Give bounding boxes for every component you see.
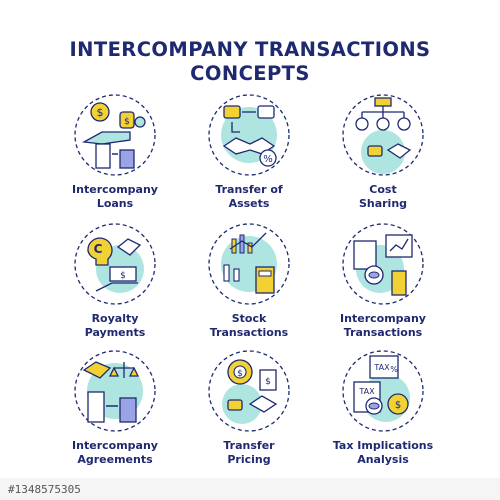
royalty-payments-icon: C $ [74,223,156,305]
svg-text:$: $ [120,271,126,281]
stock-transactions-icon [208,223,290,305]
transfer-pricing-icon: $ $ [208,350,290,432]
intercompany-loans-icon: $ $ [74,94,156,176]
transfer-of-assets-icon: % [208,94,290,176]
svg-text:C: C [94,242,103,256]
svg-text:$: $ [265,377,271,387]
cost-sharing-icon [342,94,424,176]
intercompany-agreements-icon [74,350,156,432]
page-title-line-2: CONCEPTS [190,62,310,85]
page-title-line-1: INTERCOMPANY TRANSACTIONS [69,38,431,61]
svg-text:TAX: TAX [373,363,390,372]
svg-text:TAX: TAX [358,387,375,396]
svg-text:$: $ [237,369,243,379]
svg-text:$: $ [97,106,104,119]
watermark-id: #1348575305 [8,483,81,496]
tax-implications-analysis-icon: TAX % TAX $ [342,350,424,432]
watermark-bar [0,478,500,500]
svg-text:%: % [263,154,273,165]
svg-text:$: $ [395,400,401,411]
intercompany-transactions-icon [342,223,424,305]
svg-text:%: % [390,365,398,374]
svg-text:$: $ [124,117,130,127]
